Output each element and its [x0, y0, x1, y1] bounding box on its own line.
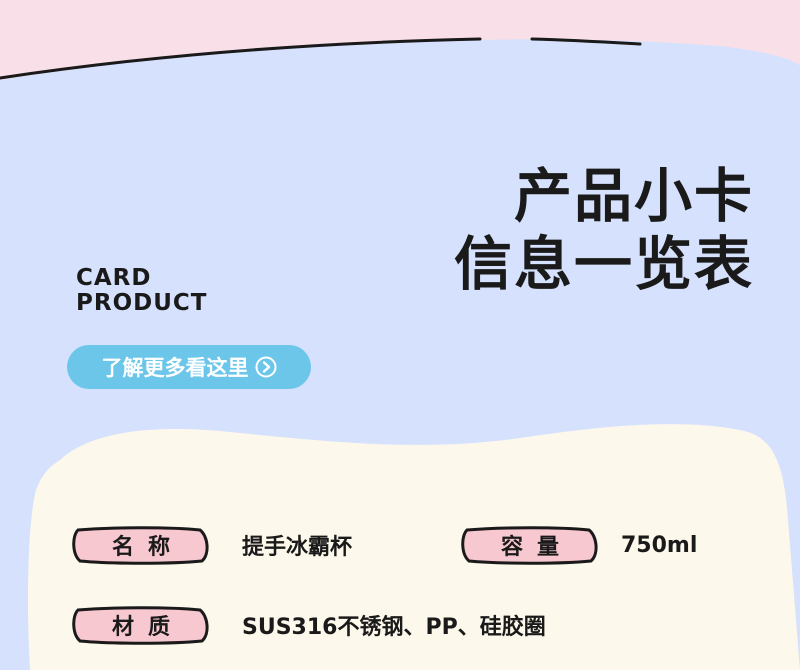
- name-tag-label: 名称: [111, 535, 184, 560]
- name-value: 提手冰霸杯: [242, 535, 353, 560]
- capacity-value: 750ml: [621, 532, 698, 558]
- material-tag-label: 材质: [111, 615, 184, 640]
- title-line-2: 信息一览表: [453, 230, 754, 298]
- name-tag: 名称: [72, 524, 210, 566]
- chevron-right-circle-icon: [255, 356, 277, 378]
- subtitle-line-1: CARD: [76, 265, 152, 291]
- learn-more-label: 了解更多看这里: [101, 356, 249, 380]
- subtitle-line-2: PRODUCT: [76, 290, 208, 316]
- info-row-capacity: 容量 750ml: [461, 524, 697, 566]
- material-value: SUS316不锈钢、PP、硅胶圈: [242, 615, 546, 640]
- material-tag: 材质: [72, 604, 210, 646]
- page-title: 产品小卡 信息一览表: [454, 162, 754, 298]
- info-row-name: 名称 提手冰霸杯: [72, 524, 352, 566]
- title-line-1: 产品小卡: [513, 162, 754, 230]
- capacity-tag-label: 容量: [500, 535, 573, 560]
- learn-more-button[interactable]: 了解更多看这里: [67, 345, 311, 389]
- card-product-subtitle: CARD PRODUCT: [76, 266, 207, 316]
- capacity-tag: 容量: [461, 524, 599, 566]
- info-row-material: 材质 SUS316不锈钢、PP、硅胶圈: [72, 604, 546, 646]
